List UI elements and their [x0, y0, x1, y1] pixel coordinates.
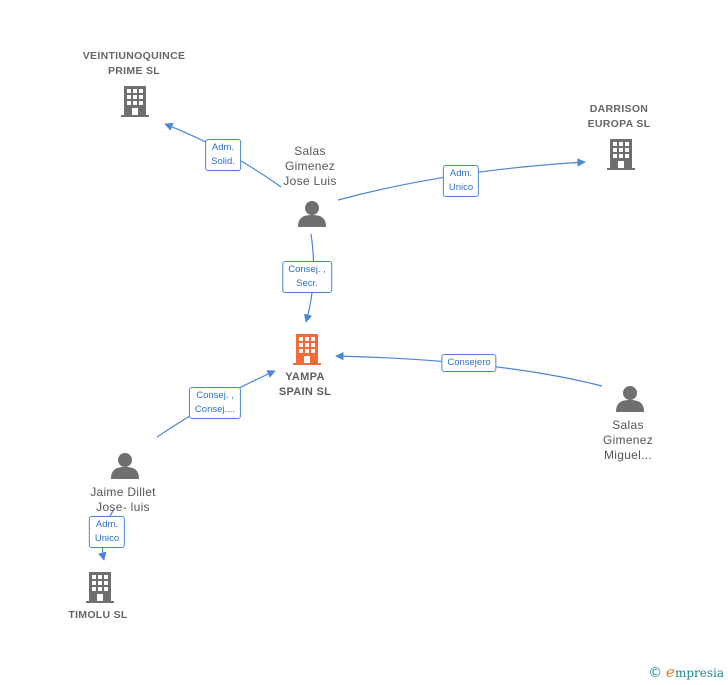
edge-label-line: Adm. [449, 168, 473, 179]
building-icon[interactable] [86, 572, 114, 603]
person-icon[interactable] [298, 201, 326, 227]
edge-label-line: Secr. [296, 278, 318, 289]
brand-logo: © empresia [648, 663, 724, 681]
node-label-line: VEINTIUNOQUINCE [82, 50, 186, 62]
node-label-line: Salas [294, 144, 326, 158]
node-label-yampa-spain[interactable]: YAMPA SPAIN SL [279, 370, 331, 400]
building-icon[interactable] [607, 139, 635, 170]
node-label-salas-gimenez-jose-luis[interactable]: Salas Gimenez Jose Luis [283, 144, 336, 189]
node-label-jaime-dillet[interactable]: Jaime Dillet Jose- luis [90, 485, 156, 515]
edge-label-line: Solid. [211, 156, 235, 167]
edge-label-adm-unico-timolu[interactable]: Adm. Unico [88, 516, 126, 548]
building-icon[interactable] [293, 334, 321, 365]
node-label-line: Miguel... [603, 448, 653, 462]
brand-name: mpresia [674, 666, 724, 680]
node-label-line: SPAIN SL [278, 386, 332, 398]
copyright-icon: © [648, 665, 663, 681]
node-label-line: Jaime Dillet [90, 485, 156, 499]
edge-label-consej-secr[interactable]: Consej. , Secr. [282, 261, 332, 293]
edge-label-line: Unico [94, 533, 120, 544]
node-label-line: PRIME SL [107, 65, 160, 77]
edge-label-consej-consej[interactable]: Consej. , Consej.... [188, 387, 242, 419]
building-icon[interactable] [121, 86, 149, 117]
edge-label-line: Consej.... [194, 404, 236, 415]
node-label-line: Salas [612, 418, 644, 432]
edge-label-line: Consej. , [196, 390, 234, 401]
node-label-line: DARRISON [589, 103, 649, 115]
edge-label-adm-unico-darrison[interactable]: Adm. Unico [442, 165, 480, 197]
node-label-line: EUROPA SL [587, 118, 651, 130]
person-icon[interactable] [111, 453, 139, 479]
edge-label-line: Consejero [447, 357, 491, 368]
node-label-veintiunoquince-prime[interactable]: VEINTIUNOQUINCE PRIME SL [83, 49, 186, 79]
edge-label-adm-solid[interactable]: Adm. Solid. [205, 139, 241, 171]
node-label-timolu[interactable]: TIMOLU SL [68, 608, 127, 623]
node-label-salas-gimenez-miguel[interactable]: Salas Gimenez Miguel... [603, 418, 653, 463]
node-label-darrison-europa[interactable]: DARRISON EUROPA SL [588, 102, 651, 132]
edge-label-consejero[interactable]: Consejero [441, 354, 497, 372]
edge-label-line: Consej. , [288, 264, 326, 275]
edge-label-line: Adm. [211, 142, 235, 153]
node-label-line: YAMPA [285, 371, 325, 383]
person-icon[interactable] [616, 386, 644, 412]
node-label-line: Gimenez [284, 159, 336, 173]
node-label-line: Gimenez [602, 433, 654, 447]
node-label-line: Jose Luis [283, 174, 337, 188]
node-label-line: Jose- luis [96, 500, 150, 514]
brand-initial: e [666, 663, 675, 681]
edge-label-line: Adm. [95, 519, 119, 530]
node-label-line: TIMOLU SL [68, 609, 128, 621]
edge-label-line: Unico [448, 182, 474, 193]
